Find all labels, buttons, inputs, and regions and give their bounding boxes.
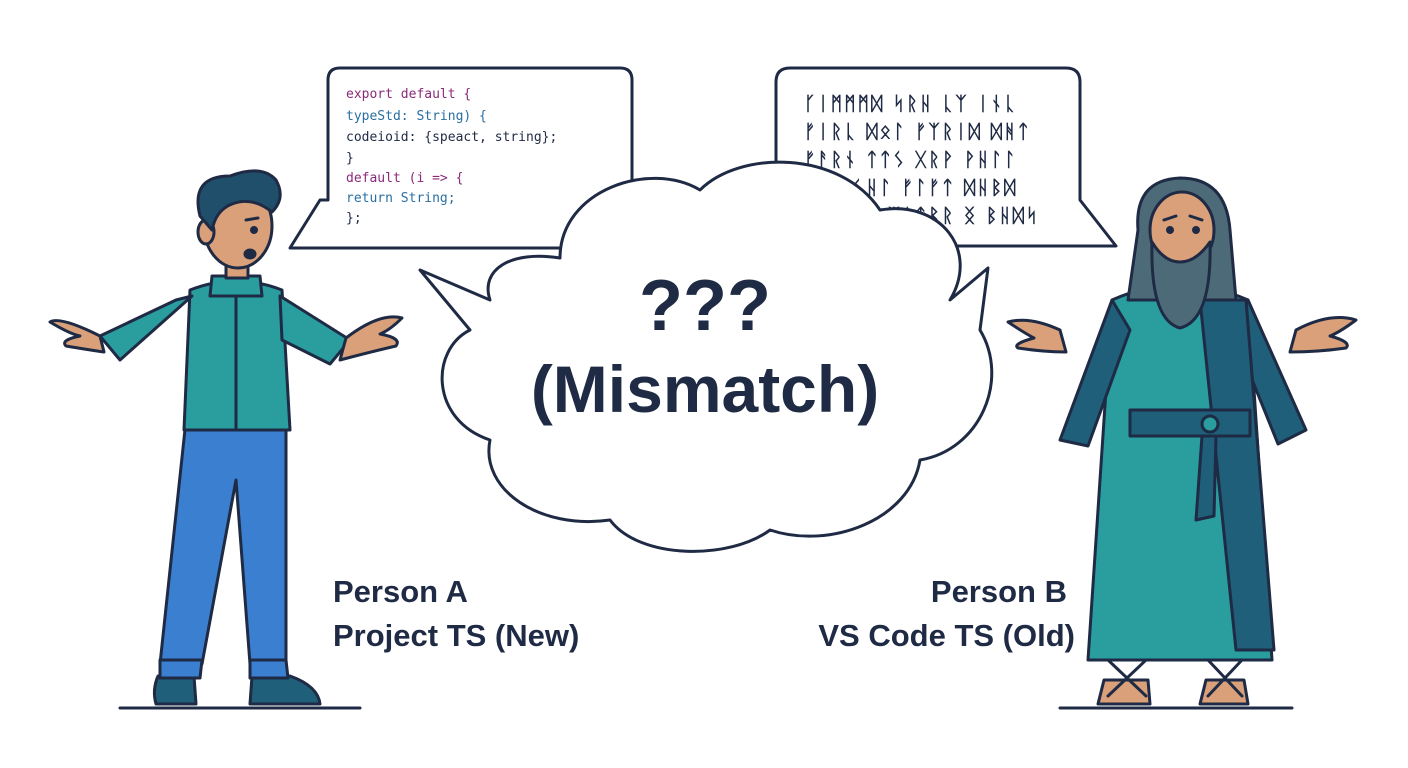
code-line-6: return String;: [346, 191, 456, 206]
svg-text:export default { typeS: export default { typeStd: String) { code…: [346, 87, 565, 226]
person-a-name: Person A: [333, 574, 468, 609]
person-a-figure: [48, 169, 404, 710]
person-b-figure: [1006, 176, 1358, 710]
code-line-3: codeioid: {speact, string};: [346, 130, 557, 145]
code-line-1: export default {: [346, 87, 471, 102]
code-speech-bubble: export default { typeStd: String) { code…: [288, 66, 634, 250]
code-line-7: };: [346, 211, 362, 226]
code-line-2: typeStd: String) {: [346, 109, 487, 124]
code-line-4: }: [346, 151, 354, 166]
person-a-caption: Person A Project TS (New): [333, 574, 579, 653]
person-b-caption: Person B VS Code TS (Old): [818, 574, 1075, 653]
rune-line-3: ᚠᚨᚱᚾ ᛏᛏᛊ ᚷᚱᚹ ᚹᚺᛚᛚ: [804, 149, 1017, 171]
rune-line-1: ᚴᛁᛗᛗᛗᛞ ᛋᚱᚺ ᚳᛉ ᛁᚾᚳ: [804, 93, 1017, 115]
rune-line-2: ᚠᛁᚱᚳ ᛞᛟᛚ ᚠᛉᚱᛁᛞ ᛞᚻᛏ: [804, 121, 1031, 143]
question-marks: ???: [639, 266, 771, 346]
code-line-5: default (i => {: [346, 171, 463, 186]
mismatch-cloud: ??? (Mismatch): [418, 160, 994, 553]
person-b-name: Person B: [931, 574, 1067, 609]
person-b-role: VS Code TS (Old): [818, 618, 1075, 653]
mismatch-label: (Mismatch): [531, 352, 879, 426]
person-a-role: Project TS (New): [333, 618, 579, 653]
